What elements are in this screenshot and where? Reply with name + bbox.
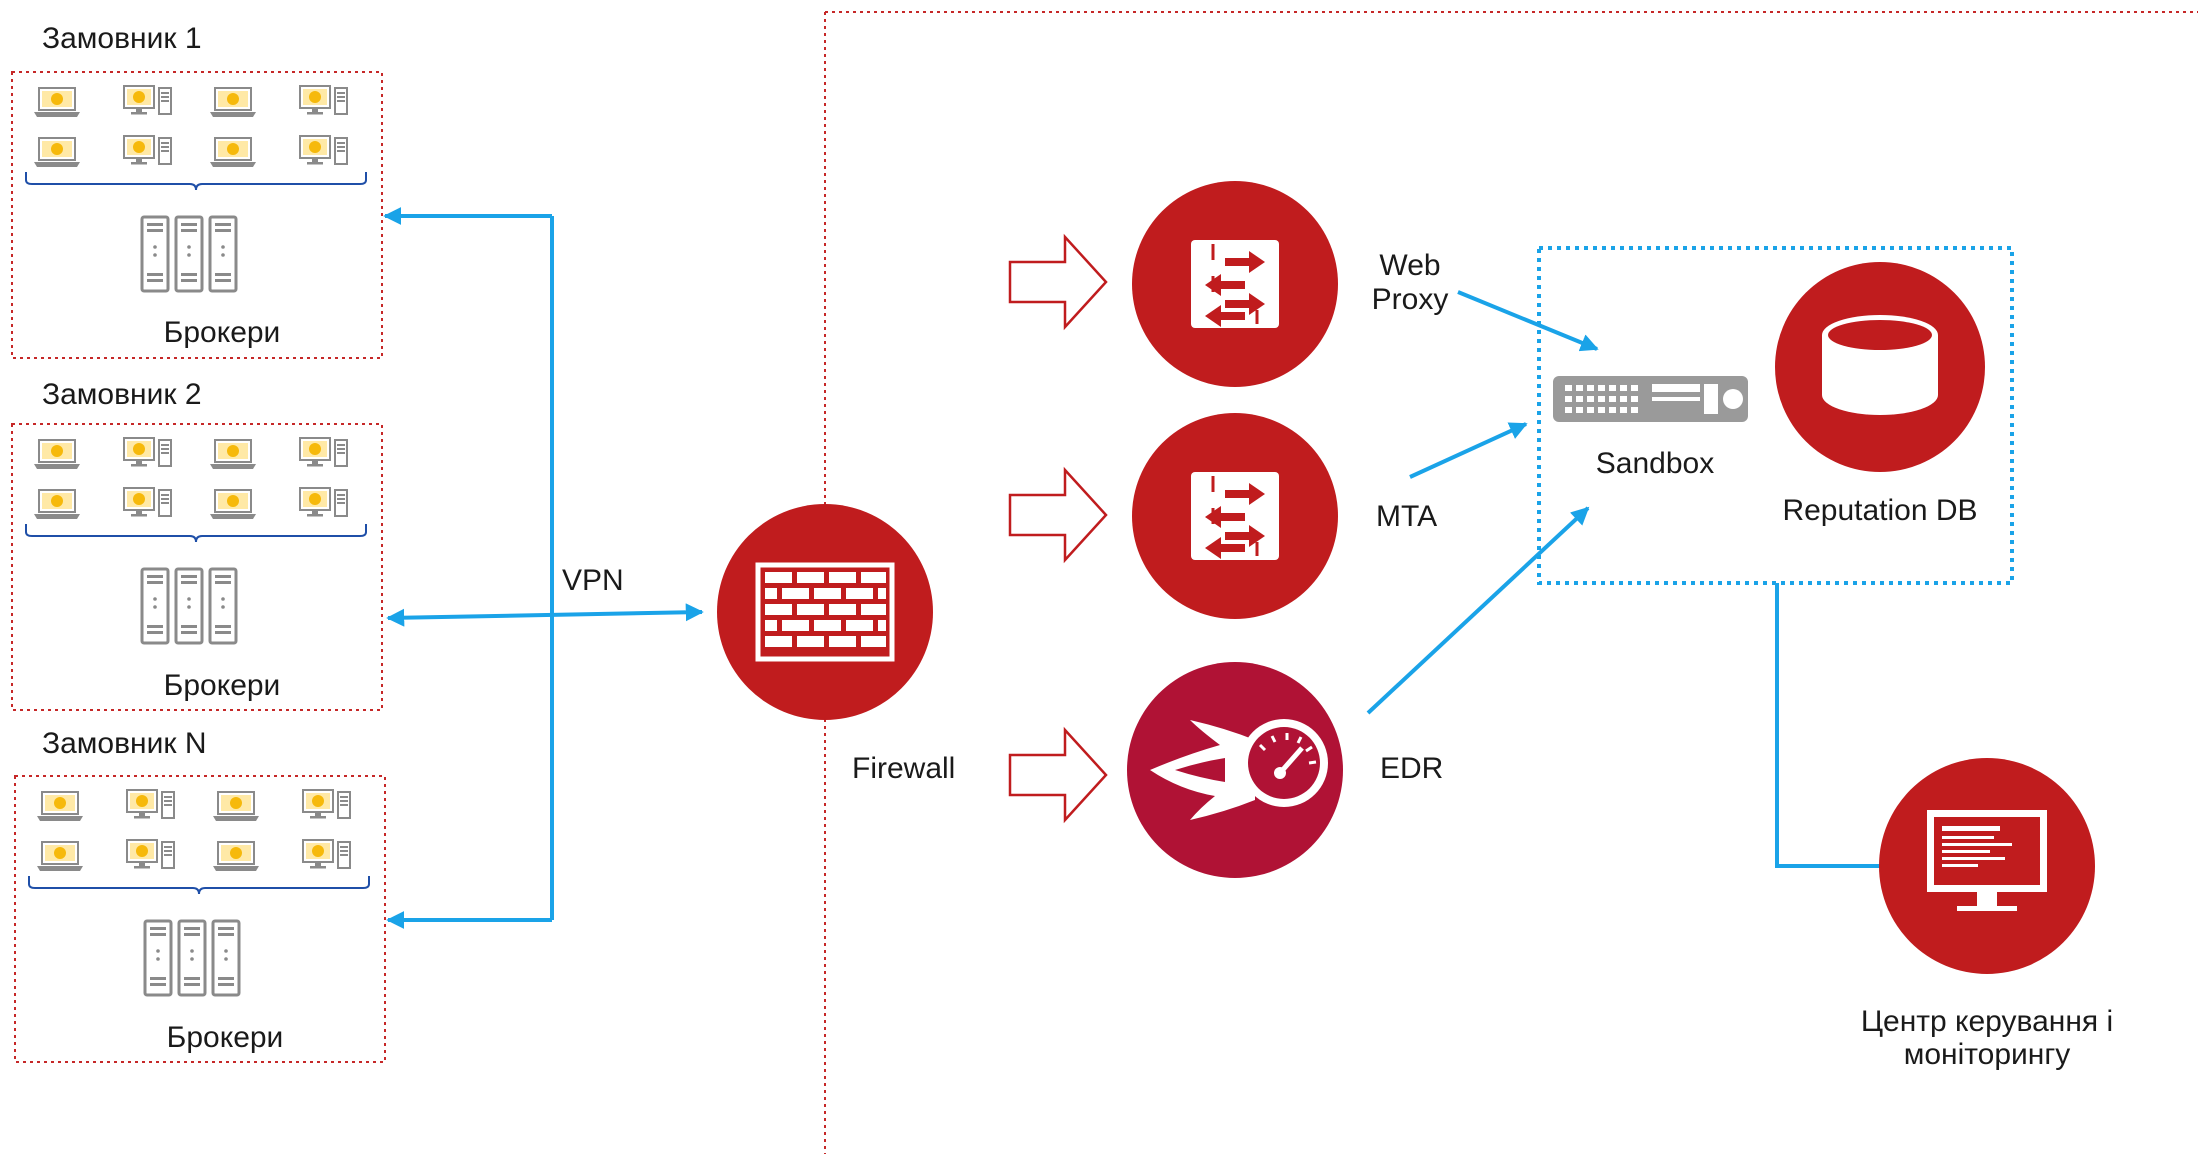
vpn-links (383, 207, 704, 929)
customer-1-brokers-label: Брокери (163, 316, 281, 349)
customer-n-title: Замовник N (42, 727, 207, 760)
customer-n-brokers-label: Брокери (166, 1021, 284, 1054)
customer-1-title: Замовник 1 (42, 22, 202, 55)
monitoring-center-label-line1: Центр керування і (1860, 1005, 2114, 1038)
firewall-node[interactable] (717, 504, 933, 720)
inbound-arrow-edr (1008, 728, 1108, 822)
rack-appliance-icon (1553, 376, 1748, 422)
reputation-db-node[interactable] (1775, 262, 1985, 472)
edr-node[interactable] (1127, 662, 1343, 878)
customer-2-title: Замовник 2 (42, 378, 202, 411)
reputation-db-label: Reputation DB (1782, 494, 1978, 527)
monitoring-center-node[interactable] (1879, 758, 2095, 974)
customer-2-panel (12, 424, 382, 710)
web-proxy-label-line1: Web (1379, 249, 1441, 282)
web-proxy-node[interactable] (1132, 181, 1338, 387)
edr-label: EDR (1380, 752, 1444, 785)
monitoring-link (1775, 583, 1880, 868)
inbound-arrow-web (1008, 235, 1108, 329)
sandbox-label: Sandbox (1595, 447, 1715, 480)
flow-arrows (1366, 290, 1599, 715)
mta-label: MTA (1376, 500, 1438, 533)
firewall-label: Firewall (852, 752, 956, 785)
monitor-icon (1927, 810, 2047, 911)
vpn-label: VPN (562, 564, 624, 597)
brick-wall-icon (755, 562, 895, 662)
switch-arrows-icon (1189, 238, 1281, 330)
inbound-arrow-mta (1008, 468, 1108, 562)
fireball-gauge-icon (1150, 719, 1328, 820)
switch-arrows-icon (1189, 470, 1281, 562)
database-cylinder-icon (1822, 315, 1938, 415)
web-proxy-label-line2: Proxy (1371, 283, 1449, 316)
customer-n-panel (15, 776, 385, 1062)
customer-2-brokers-label: Брокери (163, 669, 281, 702)
mta-node[interactable] (1132, 413, 1338, 619)
monitoring-center-label-line2: моніторингу (1903, 1038, 2071, 1071)
